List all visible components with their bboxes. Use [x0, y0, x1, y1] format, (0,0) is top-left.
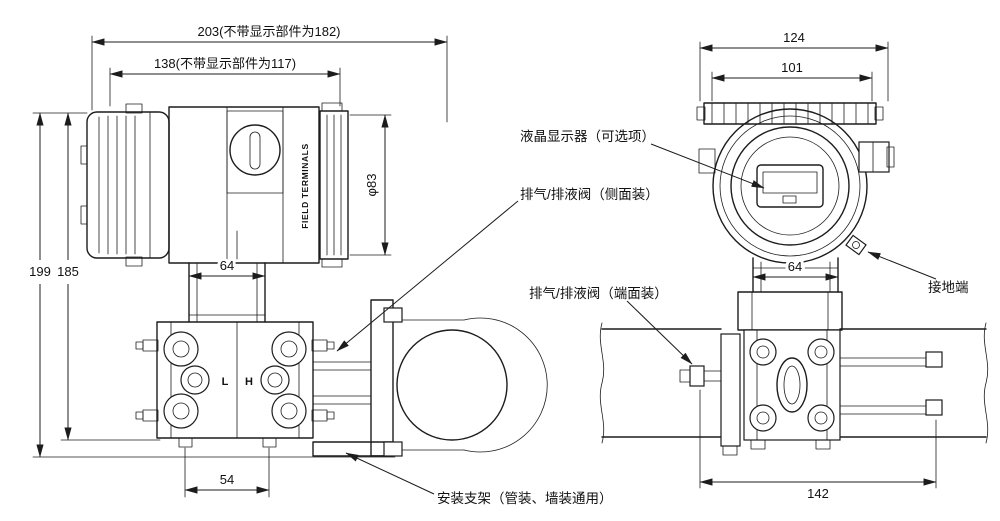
dim-bracket-width: 142 [807, 486, 829, 501]
port-low [180, 365, 210, 395]
lcd-window [756, 164, 824, 208]
vent-side-label: 排气/排液阀（侧面装） [520, 187, 659, 202]
dim-body-width: 138(不带显示部件为117) [154, 56, 296, 71]
front-mounting-bracket [312, 299, 548, 457]
port-h-label: H [245, 376, 253, 388]
side-view: 124 101 64 142 [599, 27, 989, 504]
lcd-leader [650, 143, 765, 189]
u-bolt [463, 317, 548, 453]
vent-end-label: 排气/排液阀（端面装） [529, 286, 668, 301]
port-high [260, 365, 290, 395]
dim-housing-width: 101 [781, 60, 803, 75]
dim-height-total: 199 [29, 264, 51, 279]
side-top-cover [696, 102, 884, 125]
adjust-screw [249, 131, 261, 170]
bracket-plate [370, 299, 394, 457]
side-vent-valves [135, 339, 335, 422]
dim-total-width: 203(不带显示部件为182) [197, 24, 340, 39]
bracket-label: 安装支架（管装、墙装通用） [437, 491, 613, 506]
front-right-cover [319, 102, 349, 268]
port-l-label: L [222, 376, 229, 388]
side-manifold [679, 329, 943, 456]
dim-neck-front: 64 [220, 258, 234, 273]
vent-end-leader [626, 300, 693, 365]
dim-height-body: 185 [57, 264, 79, 279]
dim-port-spacing: 54 [220, 472, 234, 487]
side-housing [698, 108, 895, 264]
vent-side-leader [336, 200, 519, 352]
u-bolt-nuts [839, 351, 943, 416]
front-housing-body: FIELD TERMINALS [168, 106, 320, 264]
lcd-label: 液晶显示器（可选项） [520, 129, 655, 144]
pipe-cross-section [396, 329, 508, 441]
end-vent-valve [679, 365, 722, 387]
bracket-leader [345, 452, 435, 495]
ground-terminal [845, 234, 867, 256]
pipe-break-right [983, 322, 989, 444]
side-dimensions: 124 101 64 142 [699, 27, 937, 504]
ground-label: 接地端 [928, 279, 969, 295]
callouts: 液晶显示器（可选项） 排气/排液阀（侧面装） 排气/排液阀（端面装） 接地端 安… [336, 129, 969, 506]
field-terminals-label: FIELD TERMINALS [300, 143, 310, 229]
bracket-base [312, 441, 394, 457]
bracket-plate-side [720, 333, 741, 447]
front-view: FIELD TERMINALS [29, 21, 548, 498]
front-process-flange: L H [135, 321, 335, 448]
dim-cover-width: 124 [783, 30, 805, 45]
ground-leader [867, 251, 937, 280]
front-left-cover [80, 103, 170, 267]
pipe [599, 322, 989, 444]
conduit-entry [858, 141, 890, 173]
front-dimensions: 203(不带显示部件为182) 138(不带显示部件为117) 199 185 … [29, 21, 448, 498]
dim-neck-side: 64 [788, 259, 802, 274]
dim-diameter: φ83 [364, 174, 379, 197]
pipe-break-left [599, 322, 605, 444]
